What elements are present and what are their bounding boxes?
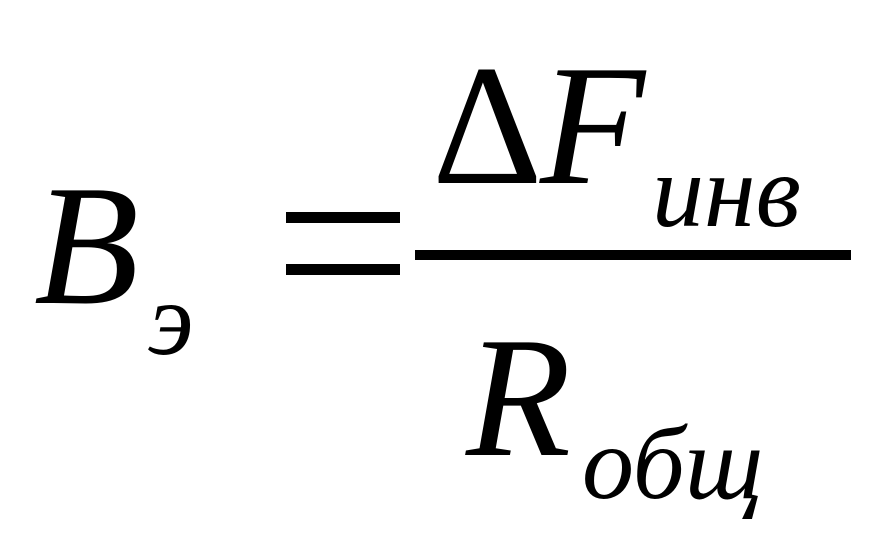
denominator-subscript: общ	[582, 406, 764, 521]
numerator-subscript: инв	[652, 134, 801, 249]
lhs-symbol: B	[34, 151, 140, 341]
numerator-delta: Δ	[432, 31, 543, 221]
fraction-bar	[415, 250, 851, 260]
numerator-symbol: F	[540, 31, 646, 221]
lhs-subscript: э	[148, 262, 194, 377]
denominator-symbol: R	[466, 303, 572, 493]
